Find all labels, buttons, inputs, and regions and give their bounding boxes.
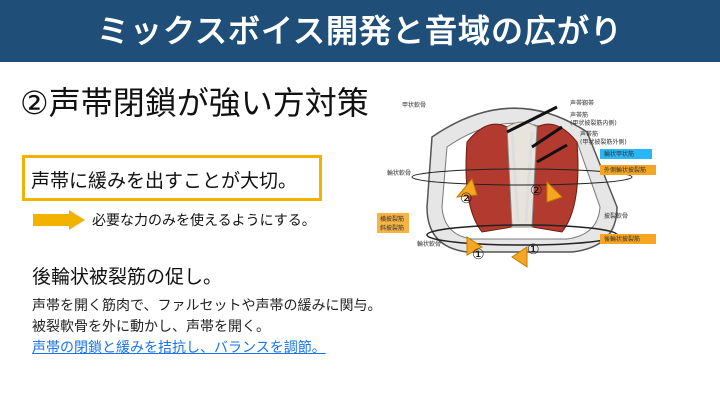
- label-vocal-muscle: 声帯筋: [570, 111, 588, 119]
- label-thyroid: 甲状軟骨: [402, 101, 426, 109]
- left-muscle-shape: [465, 123, 513, 233]
- marker-2-left: ②: [460, 191, 473, 207]
- label-vocal-muscle2-sub: (甲状披裂筋外側): [580, 138, 627, 146]
- section-heading: 後輪状被裂筋の促し。: [32, 266, 223, 288]
- label-transverse: 横披裂筋: [380, 215, 404, 223]
- slide-subtitle: ②声帯閉鎖が強い方対策: [20, 84, 369, 122]
- marker-2-right: ②: [530, 183, 543, 199]
- page-title-banner: ミックスボイス開発と音域の広がり: [0, 0, 720, 62]
- larynx-diagram: ② ② ① ① 甲状軟骨 声帯靱帯 声帯筋 (甲状披裂筋内側) 声帯筋 (甲状披…: [377, 99, 656, 268]
- label-cricoid: 輪状軟骨: [387, 169, 411, 177]
- label-arytenoid: 披裂軟骨: [604, 212, 628, 220]
- label-cricoid2: 輪状軟骨: [417, 240, 441, 248]
- description-line-1: 声帯を開く筋肉で、ファルセットや声帯の緩みに関与。: [32, 298, 382, 314]
- label-vocal-muscle2: 声帯筋: [580, 130, 598, 138]
- label-posterior: 後輪状披裂筋: [604, 235, 640, 243]
- label-cricothyroid: 輪状甲状筋: [604, 150, 634, 158]
- description-link[interactable]: 声帯の閉鎖と緩みを拮抗し、バランスを調節。: [32, 340, 326, 356]
- label-oblique: 斜披裂筋: [380, 224, 404, 232]
- key-point-callout: 声帯に緩みを出すことが大切。: [22, 155, 322, 201]
- description-line-2: 被裂軟骨を外に動かし、声帯を開く。: [32, 319, 270, 335]
- label-vocal-ligament: 声帯靱帯: [570, 99, 594, 107]
- arrow-1-left-shape: [466, 236, 483, 256]
- arrow-note: 必要な力のみを使えるようにする。: [92, 213, 316, 229]
- description-block: 声帯を開く筋肉で、ファルセットや声帯の緩みに関与。 被裂軟骨を外に動かし、声帯を…: [32, 296, 381, 359]
- right-muscle-shape: [531, 123, 579, 233]
- arrow-1-right-shape: [511, 246, 528, 268]
- page-title: ミックスボイス開発と音域の広がり: [96, 12, 624, 50]
- right-arrow-icon: [33, 210, 85, 230]
- label-lateral-cricoarytenoid: 外側輪状披裂筋: [604, 166, 646, 174]
- arrow-2-right-shape: [546, 180, 563, 203]
- marker-1-right: ①: [527, 242, 540, 258]
- marker-1-left: ①: [472, 247, 485, 263]
- arrow-2-left-shape: [455, 177, 478, 198]
- label-vocal-muscle-sub: (甲状披裂筋内側): [570, 119, 617, 127]
